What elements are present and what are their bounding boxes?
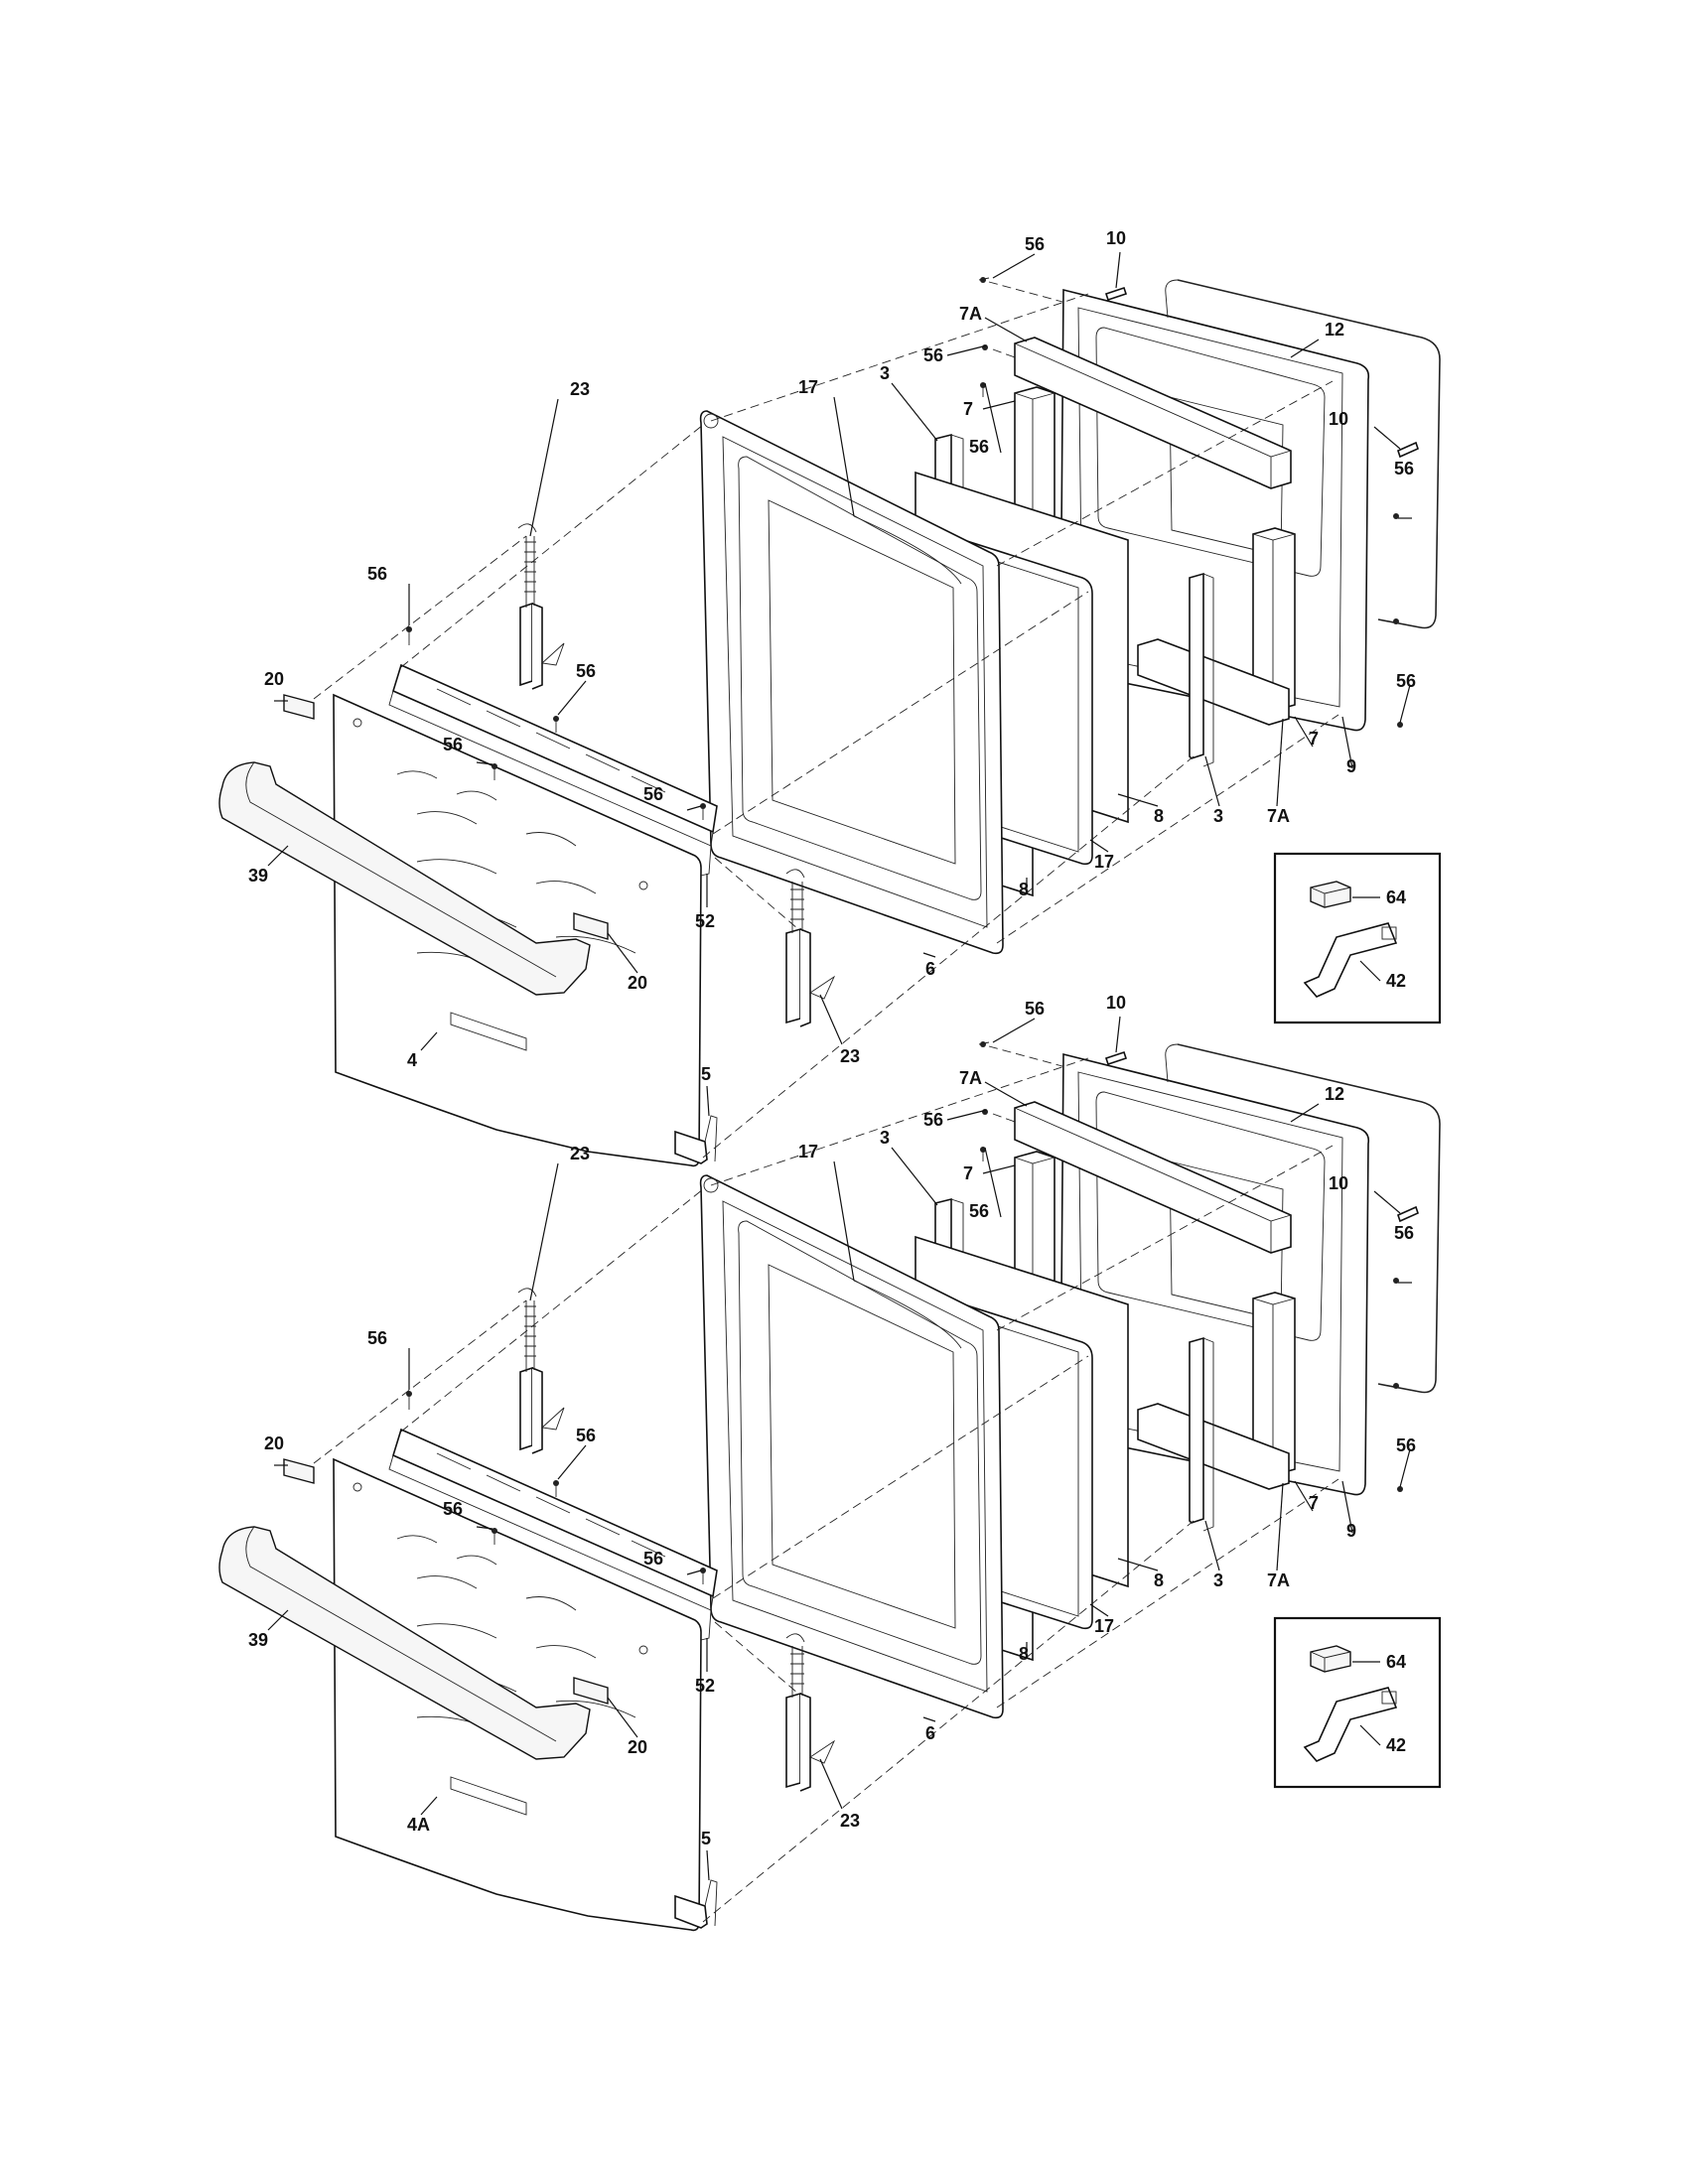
callout-7a: 7A (1267, 1570, 1290, 1590)
door-bracket (674, 1894, 708, 1929)
callout-10: 10 (1106, 228, 1126, 248)
callout-10: 10 (1329, 1173, 1348, 1193)
callout-56: 56 (923, 345, 943, 365)
callout-7a: 7A (959, 304, 982, 324)
door-handle (218, 1526, 591, 1760)
door-liner-front (699, 410, 1004, 955)
callout-7a: 7A (959, 1068, 982, 1088)
door-gasket (1177, 1043, 1441, 1394)
callout-52: 52 (695, 1676, 715, 1696)
end-cap-right (573, 912, 609, 940)
callout-3: 3 (880, 363, 890, 383)
callout-64: 64 (1386, 887, 1406, 907)
callout-42: 42 (1386, 1735, 1406, 1755)
callout-17: 17 (1094, 1616, 1114, 1636)
callout-7a: 7A (1267, 806, 1290, 826)
door-channel-right (1189, 1336, 1204, 1524)
callout-17: 17 (1094, 852, 1114, 872)
insulation-7a-top (1014, 337, 1292, 489)
callout-8: 8 (1019, 880, 1029, 899)
callout-23: 23 (840, 1811, 860, 1831)
callout-39: 39 (248, 866, 268, 886)
door-channel-right (1189, 572, 1204, 759)
callout-56: 56 (1025, 234, 1045, 254)
callout-8: 8 (1019, 1644, 1029, 1664)
insulation-7a-top (1014, 1101, 1292, 1254)
callout-56: 56 (1396, 671, 1416, 691)
end-cap-left (283, 1458, 315, 1484)
spacer-block (1310, 881, 1351, 908)
callout-23: 23 (840, 1046, 860, 1066)
callout-56: 56 (923, 1110, 943, 1130)
callout-56: 56 (576, 661, 596, 681)
callout-56: 56 (969, 437, 989, 457)
callout-6: 6 (925, 959, 935, 979)
callout-56: 56 (1396, 1435, 1416, 1455)
callout-9: 9 (1346, 1521, 1356, 1541)
callout-door: 4 (407, 1050, 417, 1070)
callout-56: 56 (443, 1499, 463, 1519)
end-cap-right (573, 1677, 609, 1705)
callout-56: 56 (1025, 999, 1045, 1019)
callout-56: 56 (1394, 1223, 1414, 1243)
screws (406, 277, 1419, 820)
callout-20: 20 (628, 973, 647, 993)
callout-56: 56 (643, 784, 663, 804)
callout-7: 7 (1309, 1493, 1319, 1513)
mounting-clip (1303, 1687, 1398, 1762)
door-liner-front (699, 1174, 1004, 1719)
callout-56: 56 (576, 1426, 596, 1445)
callout-17: 17 (798, 377, 818, 397)
callout-6: 6 (925, 1723, 935, 1743)
callout-9: 9 (1346, 756, 1356, 776)
end-cap-left (283, 694, 315, 720)
callout-10: 10 (1106, 993, 1126, 1013)
assembly-lower: 56 10 7A 12 56 3 7 10 56 56 17 23 56 56 … (218, 993, 1442, 1932)
hinge-upper (517, 523, 565, 690)
callout-7: 7 (963, 399, 973, 419)
callout-17: 17 (798, 1142, 818, 1161)
callout-3: 3 (1213, 806, 1223, 826)
callout-42: 42 (1386, 971, 1406, 991)
callout-12: 12 (1325, 1084, 1344, 1104)
callout-23: 23 (570, 1144, 590, 1163)
hinge-lower (785, 869, 836, 1027)
callout-23: 23 (570, 379, 590, 399)
callout-20: 20 (264, 669, 284, 689)
callout-8: 8 (1154, 806, 1164, 826)
callout-56: 56 (643, 1549, 663, 1569)
callout-52: 52 (695, 911, 715, 931)
callout-5: 5 (701, 1829, 711, 1848)
callout-5: 5 (701, 1064, 711, 1084)
callout-door: 4A (407, 1815, 430, 1835)
outer-door-panel (333, 693, 702, 1167)
callout-56: 56 (367, 564, 387, 584)
spacer-block (1310, 1645, 1351, 1673)
hinge-lower (785, 1633, 836, 1792)
door-gasket (1177, 279, 1441, 629)
callout-56: 56 (969, 1201, 989, 1221)
callout-12: 12 (1325, 320, 1344, 340)
door-handle (218, 761, 591, 996)
callout-7: 7 (1309, 729, 1319, 749)
assembly-upper: 56 10 7A 12 56 3 7 10 56 56 17 23 56 56 … (218, 228, 1442, 1167)
callout-20: 20 (628, 1737, 647, 1757)
callout-20: 20 (264, 1433, 284, 1453)
callout-3: 3 (1213, 1570, 1223, 1590)
callout-7: 7 (963, 1163, 973, 1183)
callout-39: 39 (248, 1630, 268, 1650)
callout-64: 64 (1386, 1652, 1406, 1672)
callout-3: 3 (880, 1128, 890, 1148)
door-bracket (674, 1130, 708, 1164)
mounting-clip (1303, 922, 1398, 998)
callout-8: 8 (1154, 1570, 1164, 1590)
hinge-upper (517, 1288, 565, 1454)
callout-56: 56 (1394, 459, 1414, 478)
callout-10: 10 (1329, 409, 1348, 429)
callout-56: 56 (443, 735, 463, 754)
callout-56: 56 (367, 1328, 387, 1348)
outer-door-panel (333, 1457, 702, 1932)
